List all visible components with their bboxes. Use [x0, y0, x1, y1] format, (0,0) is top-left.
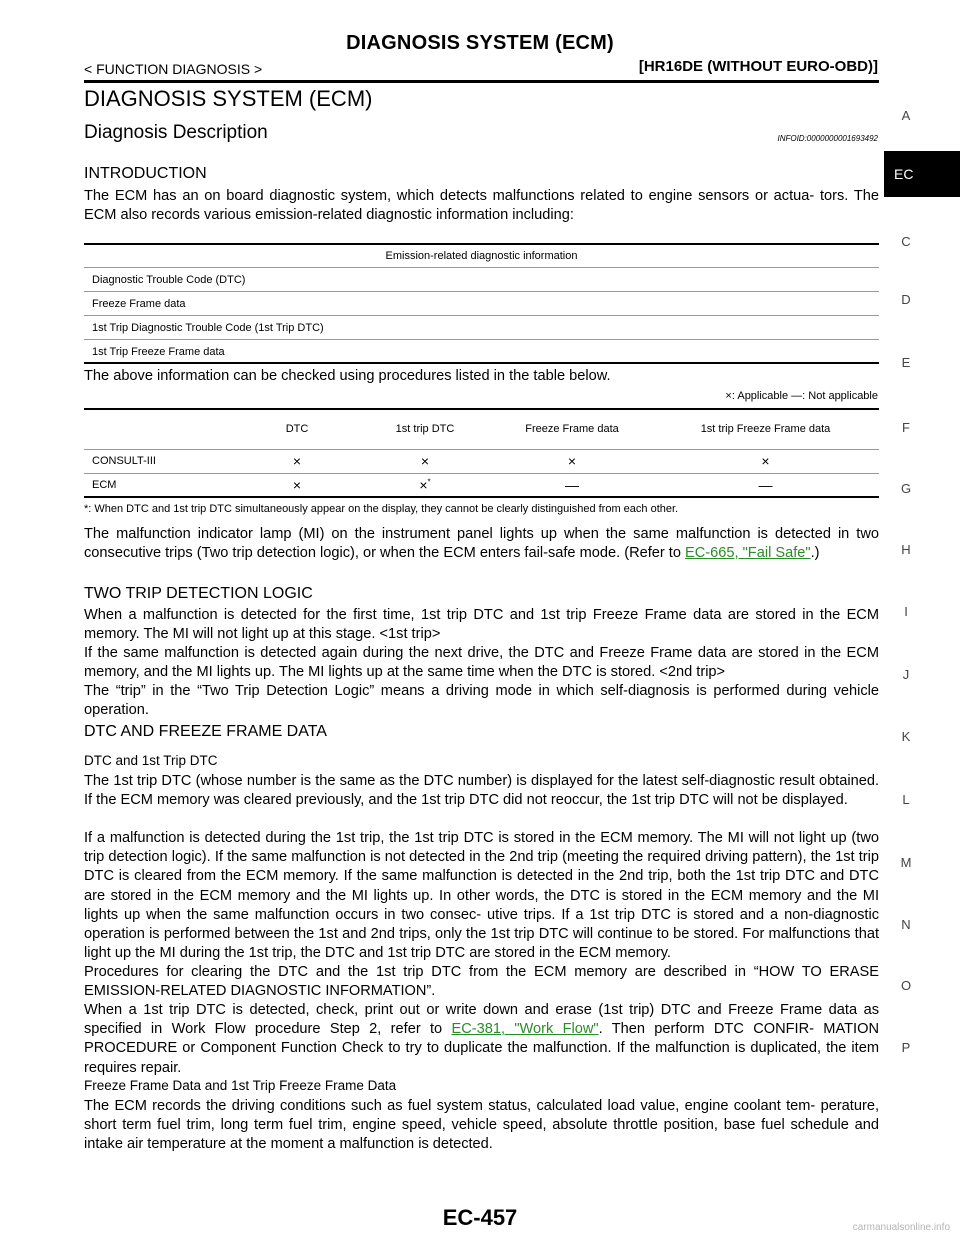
- table-cell: —: [492, 473, 652, 498]
- side-tab-p[interactable]: P: [901, 1040, 911, 1055]
- table-cell: ×: [652, 449, 879, 474]
- table-intro: The above information can be checked usi…: [84, 368, 611, 384]
- cell-value: ×: [419, 476, 428, 493]
- side-tab-k[interactable]: K: [901, 729, 911, 744]
- mi-text-end: .): [810, 545, 820, 562]
- table-cell: ×: [236, 473, 358, 498]
- watermark: carmanualsonline.info: [852, 1222, 950, 1233]
- side-tab-o[interactable]: O: [900, 978, 912, 993]
- info-id: INFOID:0000000001693492: [777, 134, 878, 143]
- table-cell: ×: [358, 449, 492, 474]
- emission-info-table: Emission-related diagnostic information …: [84, 243, 879, 364]
- header-rule: [84, 80, 879, 83]
- two-trip-paragraph-2: If the same malfunction is detected agai…: [84, 645, 879, 681]
- intro-heading: INTRODUCTION: [84, 165, 207, 182]
- p4-text: When a 1st trip DTC is detected, check, …: [84, 1002, 879, 1038]
- table-row: 1st Trip Freeze Frame data: [84, 340, 879, 364]
- two-trip-paragraph-1: When a malfunction is detected for the f…: [84, 607, 879, 643]
- side-tab-c[interactable]: C: [901, 234, 911, 249]
- side-tab-d[interactable]: D: [901, 292, 911, 307]
- dtc-ffd-heading: DTC AND FREEZE FRAME DATA: [84, 723, 327, 740]
- side-tab-h[interactable]: H: [901, 542, 911, 557]
- two-trip-heading: TWO TRIP DETECTION LOGIC: [84, 585, 313, 602]
- ffd-subheading: Freeze Frame Data and 1st Trip Freeze Fr…: [84, 1078, 397, 1093]
- side-tab-l[interactable]: L: [902, 792, 910, 807]
- table-header: Emission-related diagnostic information: [84, 243, 879, 268]
- dtc-paragraph-4: When a 1st trip DTC is detected, check, …: [84, 1001, 879, 1078]
- table-row: Diagnostic Trouble Code (DTC): [84, 268, 879, 292]
- dtc-paragraph-3: Procedures for clearing the DTC and the …: [84, 964, 879, 1000]
- side-tab-m[interactable]: M: [900, 855, 912, 870]
- ffd-paragraph: The ECM records the driving conditions s…: [84, 1098, 879, 1153]
- page-number: EC-457: [442, 1205, 518, 1230]
- table-header-cell: Freeze Frame data: [492, 408, 652, 450]
- side-tab-a[interactable]: A: [901, 108, 911, 123]
- side-tab-e[interactable]: E: [901, 355, 911, 370]
- running-header-title: DIAGNOSIS SYSTEM (ECM): [346, 32, 614, 54]
- p4-text-end: . Then perform DTC CONFIR- MATION PROCED…: [84, 1021, 879, 1076]
- table-header-cell: 1st trip Freeze Frame data: [652, 408, 879, 450]
- legend: ×: Applicable —: Not applicable: [725, 390, 878, 402]
- side-tab-i[interactable]: I: [904, 604, 908, 619]
- side-tab-n[interactable]: N: [901, 917, 911, 932]
- table-cell: —: [652, 473, 879, 498]
- intro-paragraph: The ECM has an on board diagnostic syste…: [84, 188, 879, 224]
- side-tab-ec[interactable]: EC: [884, 151, 960, 197]
- table-footnote: *: When DTC and 1st trip DTC simultaneou…: [84, 503, 679, 515]
- side-tab-f[interactable]: F: [902, 420, 910, 435]
- table-row: Freeze Frame data: [84, 292, 879, 316]
- row-label: CONSULT-III: [84, 449, 236, 474]
- table-cell: ×: [236, 449, 358, 474]
- dtc-paragraph-2: If a malfunction is detected during the …: [84, 830, 879, 962]
- table-row: 1st Trip Diagnostic Trouble Code (1st Tr…: [84, 316, 879, 340]
- availability-table: DTC 1st trip DTC Freeze Frame data 1st t…: [84, 408, 879, 498]
- dtc-paragraph-1: The 1st trip DTC (whose number is the sa…: [84, 773, 879, 809]
- table-header-cell: DTC: [236, 408, 358, 450]
- mi-text: The malfunction indicator lamp (MI) on t…: [84, 526, 879, 562]
- footnote-marker: *: [427, 477, 431, 487]
- two-trip-paragraph-3: The “trip” in the “Two Trip Detection Lo…: [84, 683, 879, 719]
- subsection-title: Diagnosis Description: [84, 122, 268, 143]
- table-cell: ×: [492, 449, 652, 474]
- dtc-subheading: DTC and 1st Trip DTC: [84, 753, 218, 768]
- running-header-right: [HR16DE (WITHOUT EURO-OBD)]: [638, 58, 878, 75]
- mi-paragraph: The malfunction indicator lamp (MI) on t…: [84, 525, 879, 563]
- side-tab-g[interactable]: G: [900, 481, 912, 496]
- row-label: ECM: [84, 473, 236, 498]
- side-tab-j[interactable]: J: [902, 667, 910, 682]
- running-header-left: < FUNCTION DIAGNOSIS >: [84, 61, 263, 77]
- section-title: DIAGNOSIS SYSTEM (ECM): [84, 86, 373, 111]
- fail-safe-link[interactable]: EC-665, "Fail Safe": [685, 545, 811, 562]
- table-header-cell: 1st trip DTC: [358, 408, 492, 450]
- table-header-cell: [84, 408, 236, 450]
- work-flow-link[interactable]: EC-381, "Work Flow": [451, 1021, 599, 1038]
- table-cell: ×*: [358, 473, 492, 498]
